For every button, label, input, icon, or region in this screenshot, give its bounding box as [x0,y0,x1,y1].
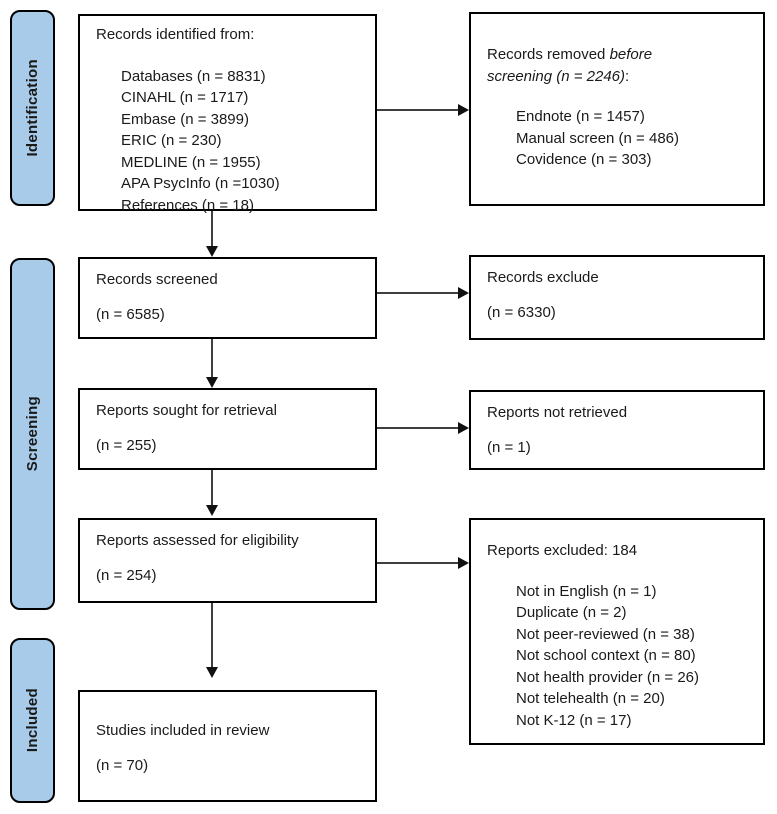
reports-excluded-list: Not in English (n = 1) Duplicate (n = 2)… [487,581,751,732]
arrow-line [377,427,458,429]
arrow-line [211,470,213,505]
list-item: Databases (n = 8831) [121,67,266,85]
box-reports-assessed: Reports assessed for eligibility (n = 25… [78,518,377,603]
arrow-head-icon [206,667,218,678]
reports-sought-line1: Reports sought for retrieval [96,402,277,419]
reports-not-retrieved-count: (n = 1) [487,438,531,456]
records-excluded-line1: Records exclude [487,269,599,286]
records-removed-title-suffix: : [625,67,630,85]
box-records-identified: Records identified from: Databases (n = … [78,14,377,214]
arrow-head-icon [458,422,469,434]
arrow-line [377,562,458,564]
records-removed-title-regular: Records removed [487,46,610,63]
arrow-head-icon [206,246,218,257]
arrow-line [211,339,213,377]
reports-sought-count: (n = 255) [96,436,157,454]
records-identified-title: Records identified from: [96,26,255,43]
records-identified-list: Databases (n = 8831) CINAHL (n = 1717) E… [96,66,363,217]
records-excluded-count: (n = 6330) [487,303,556,321]
list-item: Endnote (n = 1457) [516,108,645,125]
studies-included-line1: Studies included in review [96,722,270,739]
arrow-head-icon [458,287,469,299]
box-reports-excluded: Reports excluded: 184 Not in English (n … [469,518,765,745]
arrow-line [211,211,213,246]
box-records-removed: Records removed before screening (n = 22… [469,12,765,206]
list-item: Not health provider (n = 26) [516,668,700,686]
studies-included-count: (n = 70) [96,756,149,774]
arrow-head-icon [458,104,469,116]
list-item: Not peer-reviewed (n = 38) [516,625,695,643]
list-item: Covidence (n = 303) [516,151,652,168]
records-screened-line1: Records screened [96,271,218,288]
arrow-head-icon [458,557,469,569]
list-item: Not in English (n = 1) [516,582,657,600]
stage-identification: Identification [10,10,55,206]
box-studies-included: Studies included in review (n = 70) [78,690,377,802]
list-item: Not school context (n = 80) [516,647,696,664]
stage-included: Included [10,638,55,803]
arrow-line [377,109,458,111]
box-records-screened: Records screened (n = 6585) [78,257,377,339]
list-item: ERIC (n = 230) [121,132,222,149]
reports-excluded-title: Reports excluded: 184 [487,542,638,559]
box-records-excluded: Records exclude (n = 6330) [469,255,765,340]
stage-included-label: Included [24,688,41,753]
stage-identification-label: Identification [24,59,41,157]
arrow-line [211,603,213,667]
list-item: Not K-12 (n = 17) [516,711,632,729]
list-item: References (n = 18) [121,196,254,214]
arrow-head-icon [206,505,218,516]
arrow-head-icon [206,377,218,388]
reports-assessed-count: (n = 254) [96,566,157,584]
stage-screening-label: Screening [24,396,41,472]
box-reports-not-retrieved: Reports not retrieved (n = 1) [469,390,765,470]
list-item: Manual screen (n = 486) [516,129,680,147]
records-removed-title-italic: before screening (n = 2246) [487,46,653,85]
list-item: Duplicate (n = 2) [516,604,627,621]
list-item: MEDLINE (n = 1955) [121,153,261,171]
records-screened-count: (n = 6585) [96,305,165,323]
list-item: APA PsycInfo (n =1030) [121,175,280,192]
records-removed-title: Records removed before screening (n = 22… [487,44,702,87]
list-item: CINAHL (n = 1717) [121,89,249,106]
records-removed-list: Endnote (n = 1457) Manual screen (n = 48… [487,106,751,171]
box-reports-sought: Reports sought for retrieval (n = 255) [78,388,377,470]
stage-screening: Screening [10,258,55,610]
reports-not-retrieved-line1: Reports not retrieved [487,404,628,421]
reports-assessed-line1: Reports assessed for eligibility [96,532,299,549]
list-item: Embase (n = 3899) [121,110,249,128]
arrow-line [377,292,458,294]
list-item: Not telehealth (n = 20) [516,690,665,707]
